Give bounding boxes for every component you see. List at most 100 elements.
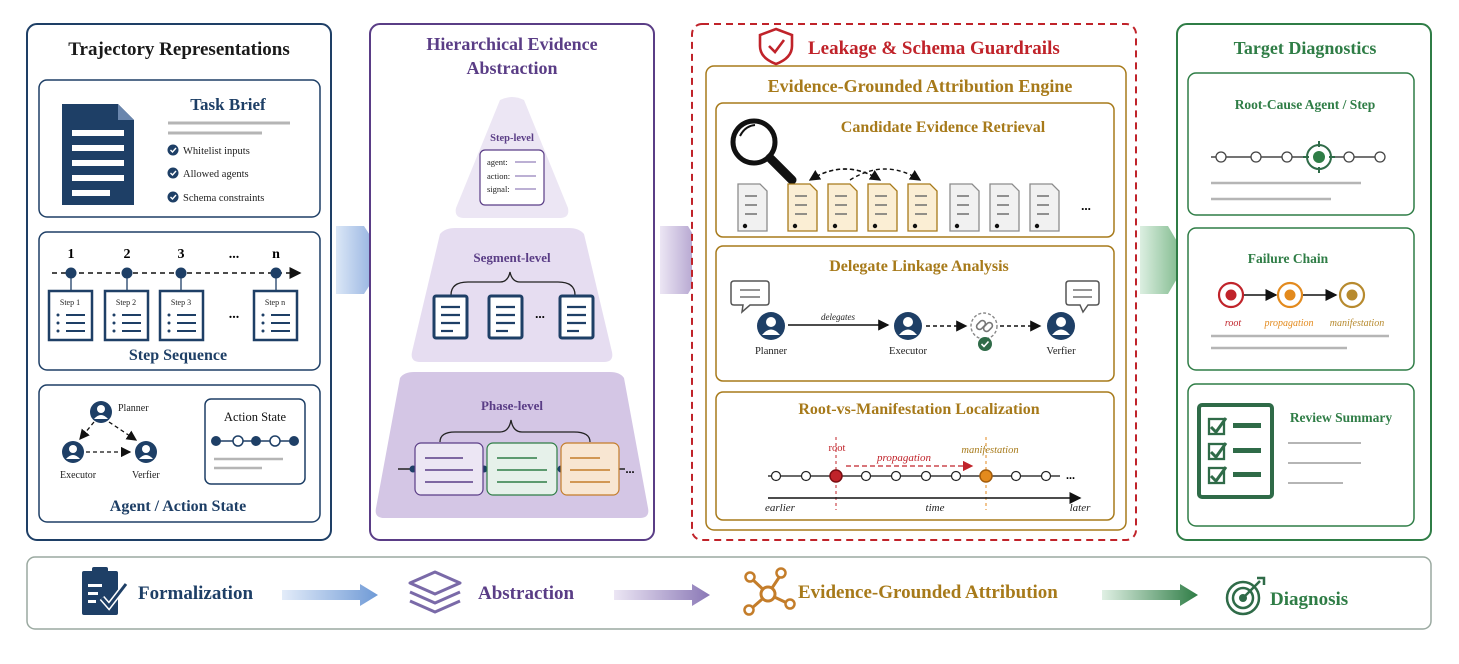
step-level-label: Step-level	[490, 133, 534, 144]
failure-chain-title: Failure Chain	[1248, 251, 1329, 266]
later-label: later	[1070, 502, 1091, 514]
tier-step-level: Step-level agent: action: signal:	[455, 97, 569, 218]
check-icon	[167, 191, 179, 203]
timeline-node	[770, 470, 782, 482]
action-state-label: Action State	[224, 410, 287, 424]
retrieval-card: Candidate Evidence Retrieval ...	[715, 102, 1115, 238]
panel3-title: Leakage & Schema Guardrails	[808, 38, 1060, 59]
linkage-verifier-label: Verfier	[1046, 346, 1076, 357]
chat-icon	[730, 280, 770, 314]
chat-icon	[1065, 280, 1100, 314]
segment-level-label: Segment-level	[473, 250, 551, 265]
user-icon	[90, 401, 112, 423]
timeline-node-root	[829, 469, 843, 483]
clipboard-check-icon	[82, 567, 129, 615]
retrieval-ellipsis: ...	[1081, 198, 1091, 213]
step-number: n	[272, 247, 280, 262]
link-icon	[970, 312, 998, 351]
timeline-node	[950, 470, 962, 482]
engine-title: Evidence-Grounded Attribution Engine	[768, 76, 1073, 96]
panel2-title-line1: Hierarchical Evidence	[426, 34, 597, 54]
panel1-title: Trajectory Representations	[68, 39, 289, 60]
step-number: 3	[178, 247, 185, 262]
magnifier-icon	[730, 118, 797, 185]
action-state-box: Action State	[204, 398, 306, 485]
verifier-label: Verfier	[132, 470, 160, 481]
evidence-doc	[737, 183, 768, 232]
panel-guardrails: Leakage & Schema Guardrails Evidence-Gro…	[691, 23, 1137, 541]
linkage-planner-label: Planner	[755, 346, 788, 357]
step-number: 2	[124, 247, 131, 262]
segment-doc	[487, 294, 524, 340]
review-summary-card: Review Summary	[1187, 383, 1415, 527]
field-label: signal:	[487, 184, 510, 194]
evidence-doc-highlighted	[827, 183, 858, 232]
evidence-doc	[949, 183, 980, 232]
phase-ellipsis: ...	[626, 462, 635, 476]
evidence-doc-highlighted	[867, 183, 898, 232]
check-item: Whitelist inputs	[183, 146, 250, 157]
layers-icon	[408, 570, 462, 614]
step-card-2: Step 2	[103, 289, 150, 342]
timeline-node-manifestation	[979, 469, 993, 483]
document-icon	[62, 104, 134, 205]
crosshair-icon	[1303, 141, 1335, 173]
chain-propagation-label: propagation	[1263, 318, 1313, 329]
timeline-node	[890, 470, 902, 482]
step-label: Step n	[265, 298, 285, 307]
executor-label: Executor	[60, 470, 97, 481]
user-icon	[757, 312, 785, 340]
tier-phase-level: Phase-level	[375, 372, 649, 518]
check-item: Allowed agents	[183, 169, 249, 180]
delegates-label: delegates	[821, 312, 855, 322]
panel4-title: Target Diagnostics	[1234, 38, 1377, 58]
retrieval-title: Candidate Evidence Retrieval	[841, 119, 1046, 136]
panel-trajectory-representations: Trajectory Representations Task Brief Wh…	[26, 23, 332, 541]
field-label: action:	[487, 171, 510, 181]
phase-card-green	[486, 442, 558, 496]
evidence-doc	[989, 183, 1020, 232]
panel-target-diagnostics: Target Diagnostics Root-Cause Agent / St…	[1176, 23, 1432, 541]
linkage-executor-label: Executor	[889, 346, 927, 357]
linkage-card: Delegate Linkage Analysis Planner delega…	[715, 245, 1115, 382]
shield-check-icon	[758, 27, 794, 66]
footer-formalization-label: Formalization	[138, 583, 253, 604]
phase-level-label: Phase-level	[481, 398, 543, 413]
check-icon	[167, 167, 179, 179]
checklist-icon	[1197, 403, 1274, 499]
step-sequence-label: Step Sequence	[129, 347, 227, 364]
footer-diagnosis-label: Diagnosis	[1270, 589, 1348, 610]
step-sequence-card: 1 2 3 ... n Step 1	[38, 231, 321, 371]
panel2-title-line2: Abstraction	[467, 58, 558, 78]
chain-manifestation-label: manifestation	[1330, 318, 1384, 329]
localization-title: Root-vs-Manifestation Localization	[798, 401, 1039, 418]
pipeline-footer: Formalization Abstraction Evidence-Groun…	[26, 556, 1432, 630]
segment-doc	[558, 294, 595, 340]
evidence-doc-highlighted	[787, 183, 818, 232]
linkage-title: Delegate Linkage Analysis	[829, 258, 1009, 275]
localization-card: Root-vs-Manifestation Localization root …	[715, 391, 1115, 521]
segment-doc	[432, 294, 469, 340]
task-brief-card: Task Brief Whitelist inputs Allowed agen…	[38, 79, 321, 218]
time-label: time	[926, 502, 945, 514]
target-icon	[1225, 576, 1266, 616]
timeline-node	[1040, 470, 1052, 482]
root-cause-title: Root-Cause Agent / Step	[1235, 97, 1376, 112]
root-cause-card: Root-Cause Agent / Step	[1187, 72, 1415, 216]
panel-hierarchical-abstraction: Hierarchical Evidence Abstraction Step-l…	[369, 23, 655, 541]
check-list: Whitelist inputs Allowed agents Schema c…	[167, 144, 264, 204]
step-number: 1	[68, 247, 75, 262]
step-card-3: Step 3	[158, 289, 205, 342]
step-number: ...	[229, 247, 240, 262]
localization-propagation-label: propagation	[876, 452, 931, 464]
timeline-node	[800, 470, 812, 482]
phase-card-orange	[560, 442, 620, 496]
localization-ellipsis: ...	[1066, 468, 1075, 482]
check-item: Schema constraints	[183, 193, 264, 204]
timeline-node	[1010, 470, 1022, 482]
agent-state-label: Agent / Action State	[110, 498, 246, 515]
segment-ellipsis: ...	[535, 306, 545, 321]
planner-label: Planner	[118, 403, 149, 414]
user-icon	[135, 441, 157, 463]
step-label: Step 2	[116, 298, 136, 307]
